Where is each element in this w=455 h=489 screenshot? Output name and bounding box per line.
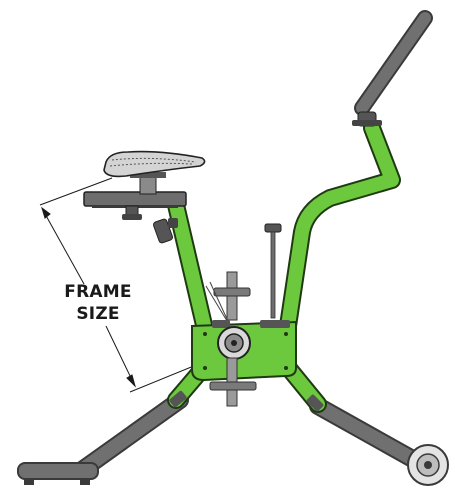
rear-foot — [17, 462, 99, 485]
seat-rail — [83, 191, 187, 220]
front-leg-clamp — [306, 394, 324, 412]
extension-line-top — [39, 177, 113, 206]
seat-post — [167, 196, 213, 334]
saddle — [103, 150, 206, 178]
seat-clamp-knob — [153, 218, 178, 244]
dimension-line-lower — [105, 325, 133, 381]
middle-rod — [264, 223, 282, 319]
front-leg — [273, 351, 427, 471]
arrowhead-top — [41, 206, 51, 219]
arrowhead-bottom — [126, 374, 136, 388]
dimension-line-upper — [43, 211, 85, 285]
handlebar — [352, 10, 433, 127]
frame-size-label-line1: FRAME — [64, 282, 132, 302]
lower-pedal — [209, 357, 257, 407]
frame-size-label-line2: SIZE — [76, 304, 120, 324]
rear-leg-clamp — [169, 390, 187, 408]
front-frame-tube — [279, 119, 401, 335]
crank-hub — [217, 326, 251, 360]
front-wheel — [407, 444, 449, 486]
rear-leg — [73, 357, 214, 479]
